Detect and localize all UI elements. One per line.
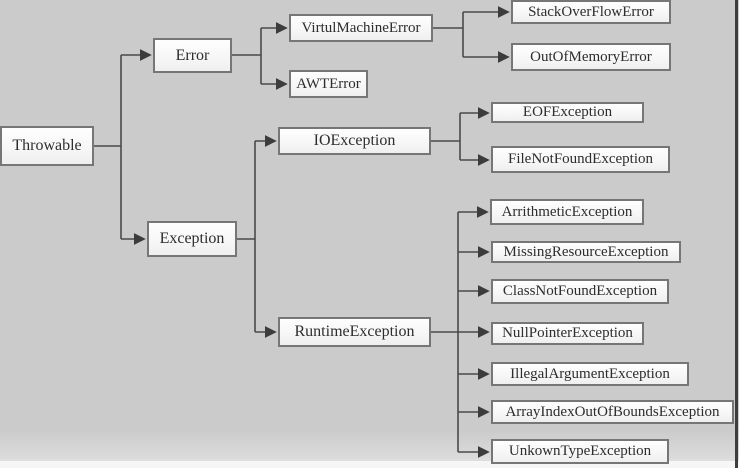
edges-from-runtimeexception — [431, 206, 490, 458]
node-runtimeexception: RuntimeException — [278, 317, 431, 347]
node-filenotfoundexception: FileNotFoundException — [491, 146, 670, 173]
node-outofmemoryerror: OutOfMemoryError — [511, 43, 671, 71]
node-throwable: Throwable — [0, 126, 94, 166]
node-stackoverflowerror: StackOverFlowError — [511, 0, 671, 24]
edges-from-virtulmachineerror — [433, 6, 510, 63]
node-ioexception: IOException — [278, 127, 431, 155]
edges-from-exception — [237, 135, 277, 338]
node-unkowntypeexception: UnkownTypeException — [491, 439, 669, 464]
node-error: Error — [153, 38, 232, 73]
edges-from-throwable — [94, 49, 152, 245]
page-bottom-strip — [0, 461, 739, 468]
node-eofexception: EOFException — [491, 102, 644, 123]
node-virtulmachineerror: VirtulMachineError — [289, 14, 433, 42]
node-exception: Exception — [147, 221, 237, 257]
right-edge-line — [735, 0, 738, 468]
node-nullpointerexception: NullPointerException — [491, 322, 644, 345]
edges-from-error — [232, 22, 288, 90]
node-illegalargumentexception: IllegalArgumentException — [491, 362, 689, 386]
node-awterror: AWTError — [289, 70, 368, 98]
node-arrayindexoutofboundsexception: ArrayIndexOutOfBoundsException — [491, 400, 734, 424]
edges-from-ioexception — [431, 107, 490, 166]
node-missingresourceexception: MissingResourceException — [491, 241, 681, 263]
node-classnotfoundexception: ClassNotFoundException — [491, 279, 669, 304]
node-arrithmeticexception: ArrithmeticException — [490, 199, 644, 225]
